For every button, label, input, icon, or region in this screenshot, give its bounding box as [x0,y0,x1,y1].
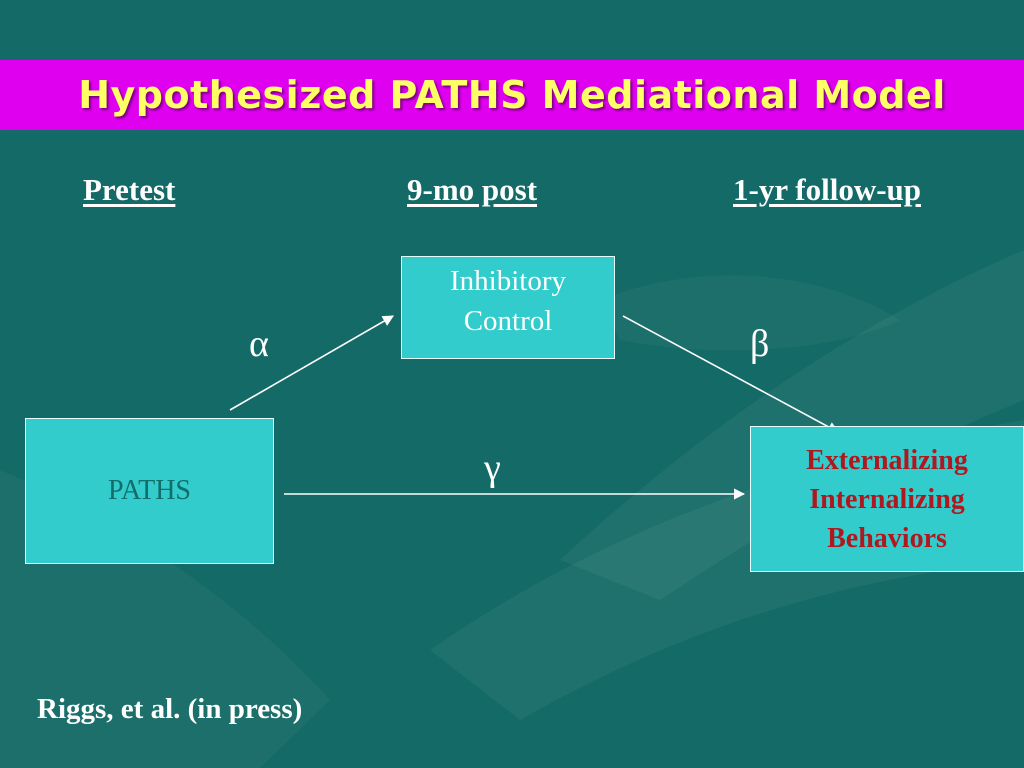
column-header-post: 9-mo post [407,172,538,207]
beta-label: β [750,323,770,365]
alpha-label: α [249,323,269,365]
column-header-pretest: Pretest [83,172,176,207]
mediator-label-line1: Inhibitory [450,264,566,297]
slide-title: Hypothesized PATHS Mediational Model [78,73,946,117]
citation: Riggs, et al. (in press) [37,693,303,725]
title-bar: Hypothesized PATHS Mediational Model [0,60,1024,130]
outcome-box: Externalizing Internalizing Behaviors [750,426,1024,572]
column-header-followup: 1-yr follow-up [733,172,922,207]
outcome-label-line2: Internalizing [809,483,965,515]
mediator-box: Inhibitory Control [401,256,615,359]
mediator-label-line2: Control [463,304,553,337]
outcome-label-line1: Externalizing [806,444,968,476]
outcome-label-line3: Behaviors [827,522,947,554]
predictor-box: PATHS [25,418,274,564]
predictor-label: PATHS [107,475,191,506]
gamma-label: γ [484,447,501,489]
